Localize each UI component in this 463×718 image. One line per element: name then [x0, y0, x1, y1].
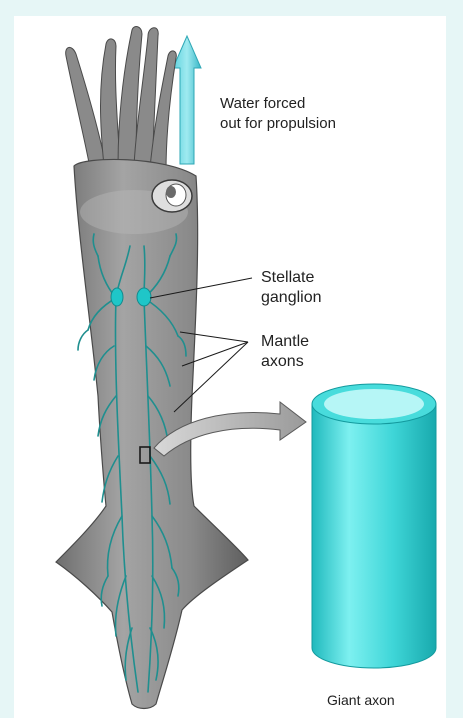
- propulsion-label: Water forced out for propulsion: [220, 94, 336, 134]
- squid-tentacles: [66, 27, 177, 172]
- squid-eye: [152, 180, 192, 212]
- stellate-ganglion-label: Stellate ganglion: [261, 268, 322, 308]
- propulsion-arrow: [173, 36, 201, 164]
- giant-axon-cylinder: [312, 384, 436, 668]
- propulsion-label-line-1: Water forced: [220, 94, 336, 114]
- giant-axon-label: Giant axon: [327, 690, 395, 710]
- mantle-axons-label: Mantle axons: [261, 332, 309, 372]
- figure-panel: Water forced out for propulsion Stellate…: [14, 16, 446, 718]
- propulsion-label-line-2: out for propulsion: [220, 114, 336, 134]
- mantle-label-line-2: axons: [261, 352, 309, 372]
- stellate-label-line-2: ganglion: [261, 288, 322, 308]
- mantle-label-line-1: Mantle: [261, 332, 309, 352]
- stellate-label-line-1: Stellate: [261, 268, 322, 288]
